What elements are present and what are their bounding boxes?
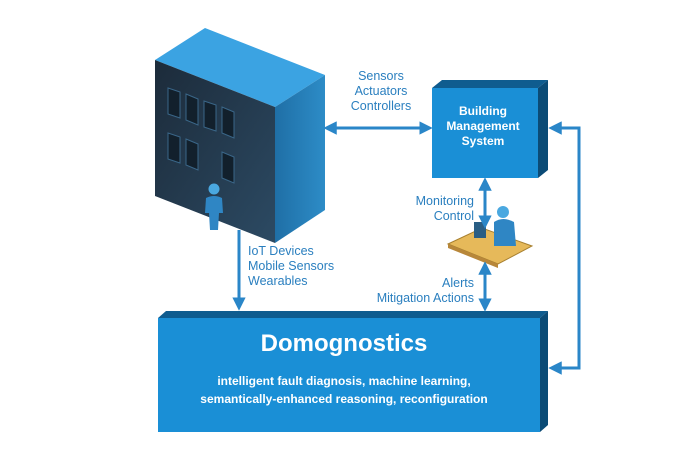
mitigation-actions-text: Mitigation Actions <box>376 291 474 305</box>
bms-text-line2: Management <box>446 119 520 133</box>
domognostics-subtitle: intelligent fault diagnosis, machine lea… <box>158 372 530 408</box>
monitoring-label: Monitoring Control <box>396 194 474 224</box>
controllers-text: Controllers <box>350 99 412 113</box>
sensors-text: Sensors <box>358 69 404 83</box>
sensors-label: Sensors Actuators Controllers <box>345 69 417 114</box>
bms-box <box>432 80 548 178</box>
alerts-text: Alerts <box>442 276 474 290</box>
bms-text-line3: System <box>461 134 505 148</box>
operator-icon <box>446 206 534 268</box>
alerts-label: Alerts Mitigation Actions <box>350 276 474 306</box>
wearables-text: Wearables <box>248 274 308 288</box>
domognostics-subtitle-line2: semantically-enhanced reasoning, reconfi… <box>200 392 488 406</box>
iot-label: IoT Devices Mobile Sensors Wearables <box>248 244 358 289</box>
domognostics-title: Domognostics <box>260 330 428 357</box>
domognostics-subtitle-line1: intelligent fault diagnosis, machine lea… <box>217 374 471 388</box>
actuators-text: Actuators <box>354 84 408 98</box>
iot-devices-text: IoT Devices <box>248 244 314 258</box>
control-text: Control <box>433 209 474 223</box>
bms-label: Building Management System <box>434 104 532 149</box>
arrow-bms-domognostics-loop <box>548 121 581 375</box>
monitoring-text: Monitoring <box>415 194 474 208</box>
bms-text-line1: Building <box>459 104 507 118</box>
mobile-sensors-text: Mobile Sensors <box>248 259 335 273</box>
person-icon <box>205 183 223 230</box>
building-icon <box>155 28 325 243</box>
domognostics-box <box>158 311 548 432</box>
